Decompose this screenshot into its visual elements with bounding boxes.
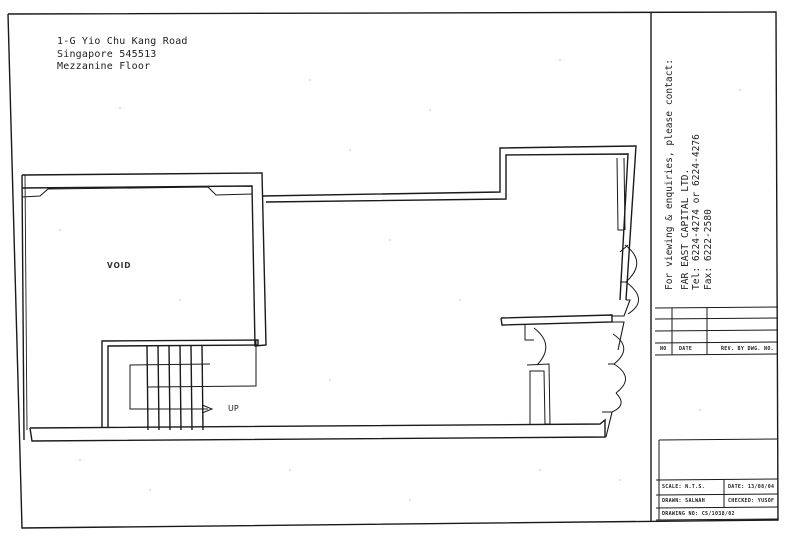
checked-field: CHECKED: YUSOF <box>728 498 775 504</box>
address-line-2: Singapore 545513 <box>57 48 157 60</box>
tel-label: Tel: <box>691 266 702 290</box>
drawing-number-field: DRAWING NO: CS/1038/02 <box>662 511 735 517</box>
title-block <box>655 438 779 521</box>
drawn-field: DRAWN: SALWAH <box>662 498 706 504</box>
fax-row: Fax: 6222-2580 <box>703 59 715 290</box>
rev-header-date: DATE <box>679 346 693 352</box>
partition-wall <box>500 314 613 326</box>
revision-table <box>654 306 779 356</box>
contact-heading: For viewing & enquiries, please contact: <box>664 58 675 290</box>
contact-block: For viewing & enquiries, please contact:… <box>664 59 714 290</box>
fax-value: 6222-2580 <box>702 209 714 262</box>
scale-field: SCALE: N.T.S. <box>662 484 706 490</box>
stair-wall <box>101 339 259 428</box>
address-block: 1-G Yio Chu Kang Road Singapore 545513 M… <box>57 36 188 74</box>
company-name: FAR EAST CAPITAL LTD. <box>679 168 691 290</box>
tel-value: 6224-4274 or 6224-4276 <box>691 134 702 262</box>
tel-row: Tel: 6224-4274 or 6224-4276 <box>691 59 703 290</box>
rev-header-rev: REV. BY DWG. NO. <box>721 346 774 352</box>
rev-header-no: NO <box>660 346 667 352</box>
stair-up-label: UP <box>228 404 239 413</box>
date-field: DATE: 13/08/04 <box>728 484 775 490</box>
address-line-1: 1-G Yio Chu Kang Road <box>57 36 188 47</box>
floor-slab <box>29 418 606 442</box>
sheet-border <box>7 11 779 529</box>
void-label: VOID <box>107 261 132 270</box>
scan-noise <box>59 59 741 501</box>
void-wall <box>21 172 267 347</box>
floor-label: Mezzanine Floor <box>57 61 151 72</box>
fax-label: Fax: <box>702 266 714 290</box>
